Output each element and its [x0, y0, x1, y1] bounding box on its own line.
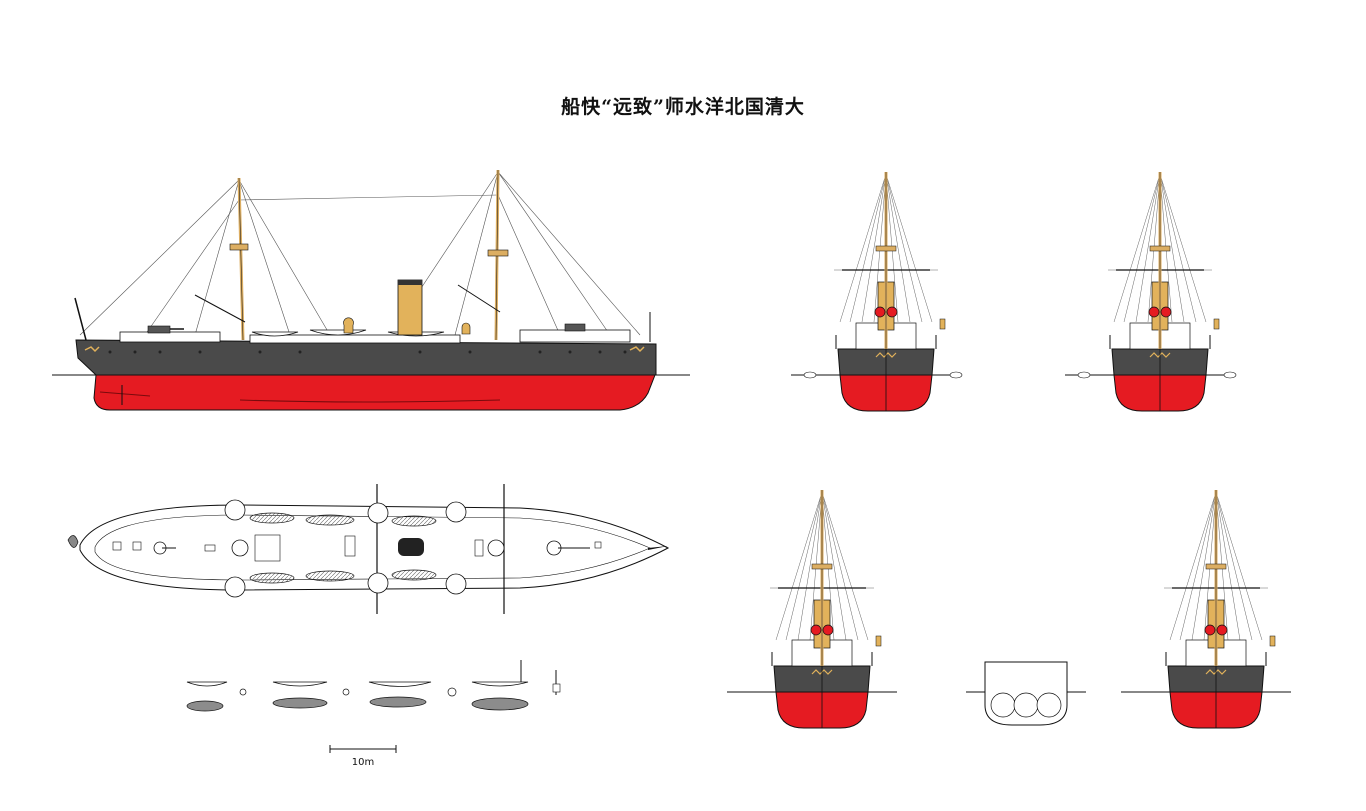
deck-plan [67, 484, 670, 614]
scale-bar: 10m [329, 745, 397, 768]
end-view-4 [1121, 490, 1291, 729]
deck-boats [249, 512, 437, 584]
end-view-1 [791, 172, 963, 412]
drawing-title: 船快“远致”师水洋北国清大 [561, 96, 805, 118]
side-profile [52, 169, 690, 411]
ships-boats-detail [186, 660, 561, 712]
scale-bar-label: 10m [352, 757, 374, 768]
deck-fittings [112, 534, 602, 562]
rigging [79, 171, 641, 336]
end-view-3 [727, 490, 897, 729]
cross-section [966, 661, 1086, 726]
end-view-2 [1065, 172, 1237, 412]
end-views [727, 172, 1291, 729]
sponsons [153, 499, 562, 598]
portholes [108, 350, 627, 354]
